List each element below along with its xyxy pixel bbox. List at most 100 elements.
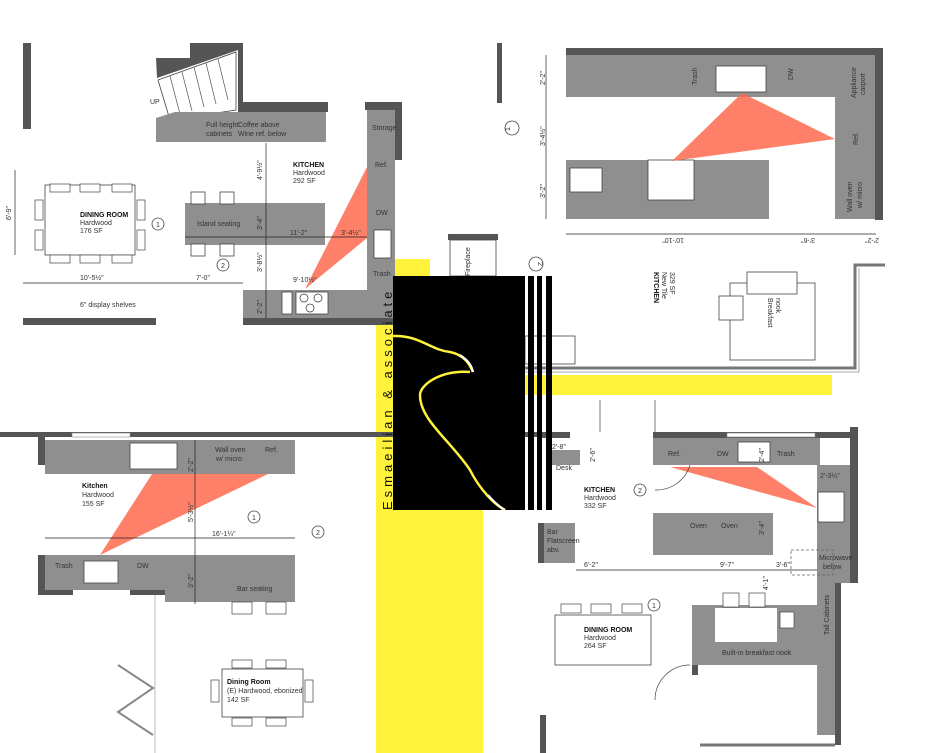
marker-label: 1	[156, 222, 160, 229]
dimension: 3'-2"	[188, 574, 195, 588]
label-trash: Trash	[692, 67, 699, 85]
dimension: 3'-4"	[759, 521, 766, 535]
tall-cabinets	[817, 583, 835, 735]
work-triangle	[100, 474, 268, 555]
label: Breakfast	[766, 298, 773, 328]
dining-table	[554, 614, 652, 666]
dimension: 3'-2"	[540, 184, 547, 198]
room-floor: Hardwood	[584, 495, 616, 502]
dimension: 3'-6"	[801, 236, 815, 243]
label: Microwave	[819, 555, 853, 562]
dimension: 4'-9½"	[256, 160, 264, 180]
room-floor: Hardwood	[584, 635, 616, 642]
door-swing	[654, 664, 691, 701]
sink	[373, 229, 392, 259]
room-name: KITCHEN	[652, 272, 659, 303]
island	[653, 513, 773, 555]
window-wall	[525, 263, 885, 370]
dimension: 2'-2"	[865, 236, 879, 243]
room-name: DINING ROOM	[584, 627, 632, 634]
esmaeilian-logo: Esmaeilian & associate	[380, 276, 552, 512]
room-floor: Hardwood	[80, 220, 112, 227]
dimension: 2'-3¼"	[820, 473, 840, 480]
label-tall-cabinets: Tall Cabinets	[824, 594, 831, 635]
room-floor: Hardwood	[293, 170, 325, 177]
marker-label: 1	[652, 603, 656, 610]
room-area: 176 SF	[80, 228, 103, 235]
label: below	[823, 564, 842, 571]
dimension: 3'-4"	[257, 216, 264, 230]
sink	[83, 560, 119, 584]
dimension: 9'-7"	[720, 562, 734, 569]
label: Wine ref. below	[238, 131, 287, 138]
wall	[156, 43, 328, 112]
marker-label: 2	[316, 530, 320, 537]
label-oven: Oven	[690, 523, 707, 530]
plan-c-kitchen-155: Wall oven w/ micro Ref. Trash DW Bar sea…	[0, 432, 540, 753]
label: Coffee above	[238, 122, 280, 129]
marker-label: 2	[536, 262, 543, 266]
logo-curve	[418, 370, 506, 512]
room-area: 155 SF	[82, 501, 105, 508]
label: Full height	[206, 122, 238, 129]
label: Bar	[547, 529, 559, 536]
dimension: 10'-5½"	[80, 274, 104, 282]
marker-label: 2	[221, 263, 225, 270]
cabinet-row	[156, 112, 326, 142]
logo-wordmark: Esmaeilian & associate	[380, 288, 395, 510]
room-area: 292 SF	[293, 178, 316, 185]
label: Wall oven	[847, 181, 854, 212]
fireplace	[449, 239, 497, 277]
label-nook: Built-in breakfast nook	[722, 650, 792, 657]
dimension: 11'-2"	[290, 230, 308, 237]
stair-up-label: UP	[150, 99, 160, 106]
label-shelves: 6" display shelves	[80, 302, 136, 309]
logo-stripe	[546, 276, 552, 510]
label-ref: Ref.	[375, 162, 388, 169]
cabinet-column	[835, 55, 875, 219]
label-dw: DW	[717, 451, 729, 458]
section-marker	[528, 256, 544, 272]
dimension: 2'-2"	[188, 458, 195, 472]
dimension: 10'-10"	[662, 236, 684, 243]
dimension: 7'-0"	[196, 275, 210, 282]
room-name: KITCHEN	[293, 162, 324, 169]
wall	[38, 433, 45, 465]
dimension: 2'-2"	[540, 71, 547, 85]
dimension: 9'-10½"	[293, 276, 317, 284]
cooktop	[817, 491, 845, 523]
yellow-band-bottom	[376, 510, 483, 753]
work-triangle	[305, 165, 368, 289]
dimension: 3'-4½"	[341, 229, 361, 237]
dimension: 6'-2"	[584, 562, 598, 569]
folding-door	[116, 664, 155, 736]
cooktop	[129, 442, 178, 470]
room-name: KITCHEN	[584, 487, 615, 494]
yellow-band-horizontal	[520, 375, 832, 395]
island	[185, 203, 325, 245]
section-marker	[633, 483, 647, 497]
label-trash: Trash	[55, 563, 73, 570]
label: w/ micro	[857, 182, 864, 209]
wall	[23, 43, 31, 129]
marker-label: 1	[252, 515, 256, 522]
label: Wall oven	[215, 447, 246, 454]
cooktop	[647, 159, 695, 201]
plan-d-kitchen-332: Ref. DW Trash Oven Oven Bar Flatscreen a…	[538, 400, 858, 753]
label-storage: Storage	[372, 125, 397, 132]
nook-chair	[718, 295, 744, 321]
section-marker	[247, 510, 261, 524]
label: abv.	[547, 547, 560, 554]
wall	[243, 318, 395, 325]
room-name: Kitchen	[82, 483, 108, 490]
cabinet-column	[817, 465, 850, 583]
room-area: 332 SF	[584, 503, 607, 510]
label: Flatscreen	[547, 538, 580, 545]
label-dw: DW	[376, 210, 388, 217]
marker-label: 2	[638, 488, 642, 495]
sink	[569, 167, 603, 193]
section-marker	[647, 598, 661, 612]
label: Appliance	[851, 67, 858, 98]
label-ref: Ref.	[668, 451, 681, 458]
